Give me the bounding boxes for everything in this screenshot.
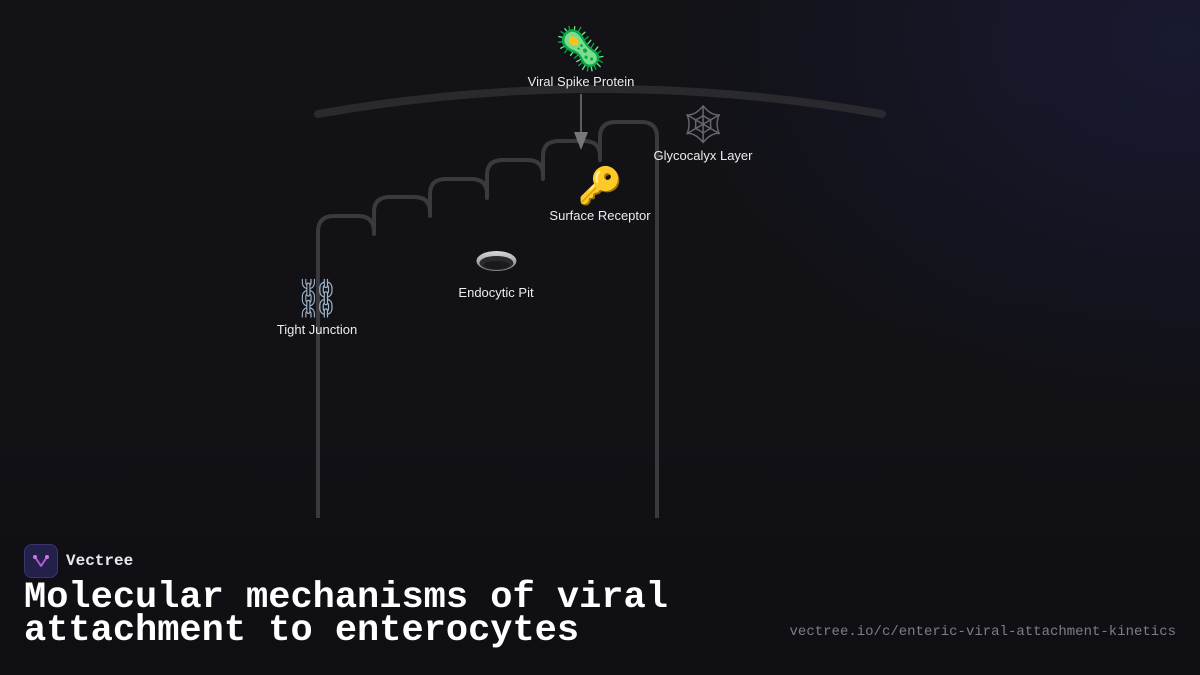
node-endocytic-pit: Endocytic Pit — [458, 246, 534, 300]
brand: Vectree — [24, 544, 133, 578]
brand-name: Vectree — [66, 552, 134, 570]
source-url: vectree.io/c/enteric-viral-attachment-ki… — [789, 624, 1176, 640]
page-title: Molecular mechanisms of viral attachment… — [24, 577, 668, 652]
microbe-icon: 🦠 — [554, 25, 608, 72]
vectree-logo-icon — [24, 544, 58, 578]
node-label: Viral Spike Protein — [527, 74, 635, 89]
chain-icon: ⛓ — [292, 278, 342, 320]
node-viral-spike-protein: 🦠 Viral Spike Protein — [527, 25, 635, 90]
key-icon: 🔑 — [577, 165, 623, 206]
node-tight-junction: ⛓ Tight Junction — [277, 280, 357, 337]
node-surface-receptor: 🔑 Surface Receptor — [549, 165, 651, 224]
binding-arrow-head — [574, 132, 588, 150]
node-label: Tight Junction — [276, 322, 358, 337]
web-icon: 🕸 — [678, 104, 728, 146]
villi-outline — [316, 120, 659, 518]
node-label: Glycocalyx Layer — [653, 148, 753, 163]
node-label: Surface Receptor — [549, 208, 651, 223]
pit-icon — [458, 246, 533, 278]
node-glycocalyx-layer: 🕸 Glycocalyx Layer — [654, 106, 753, 163]
node-label: Endocytic Pit — [458, 285, 534, 300]
membrane-arc — [314, 85, 886, 118]
